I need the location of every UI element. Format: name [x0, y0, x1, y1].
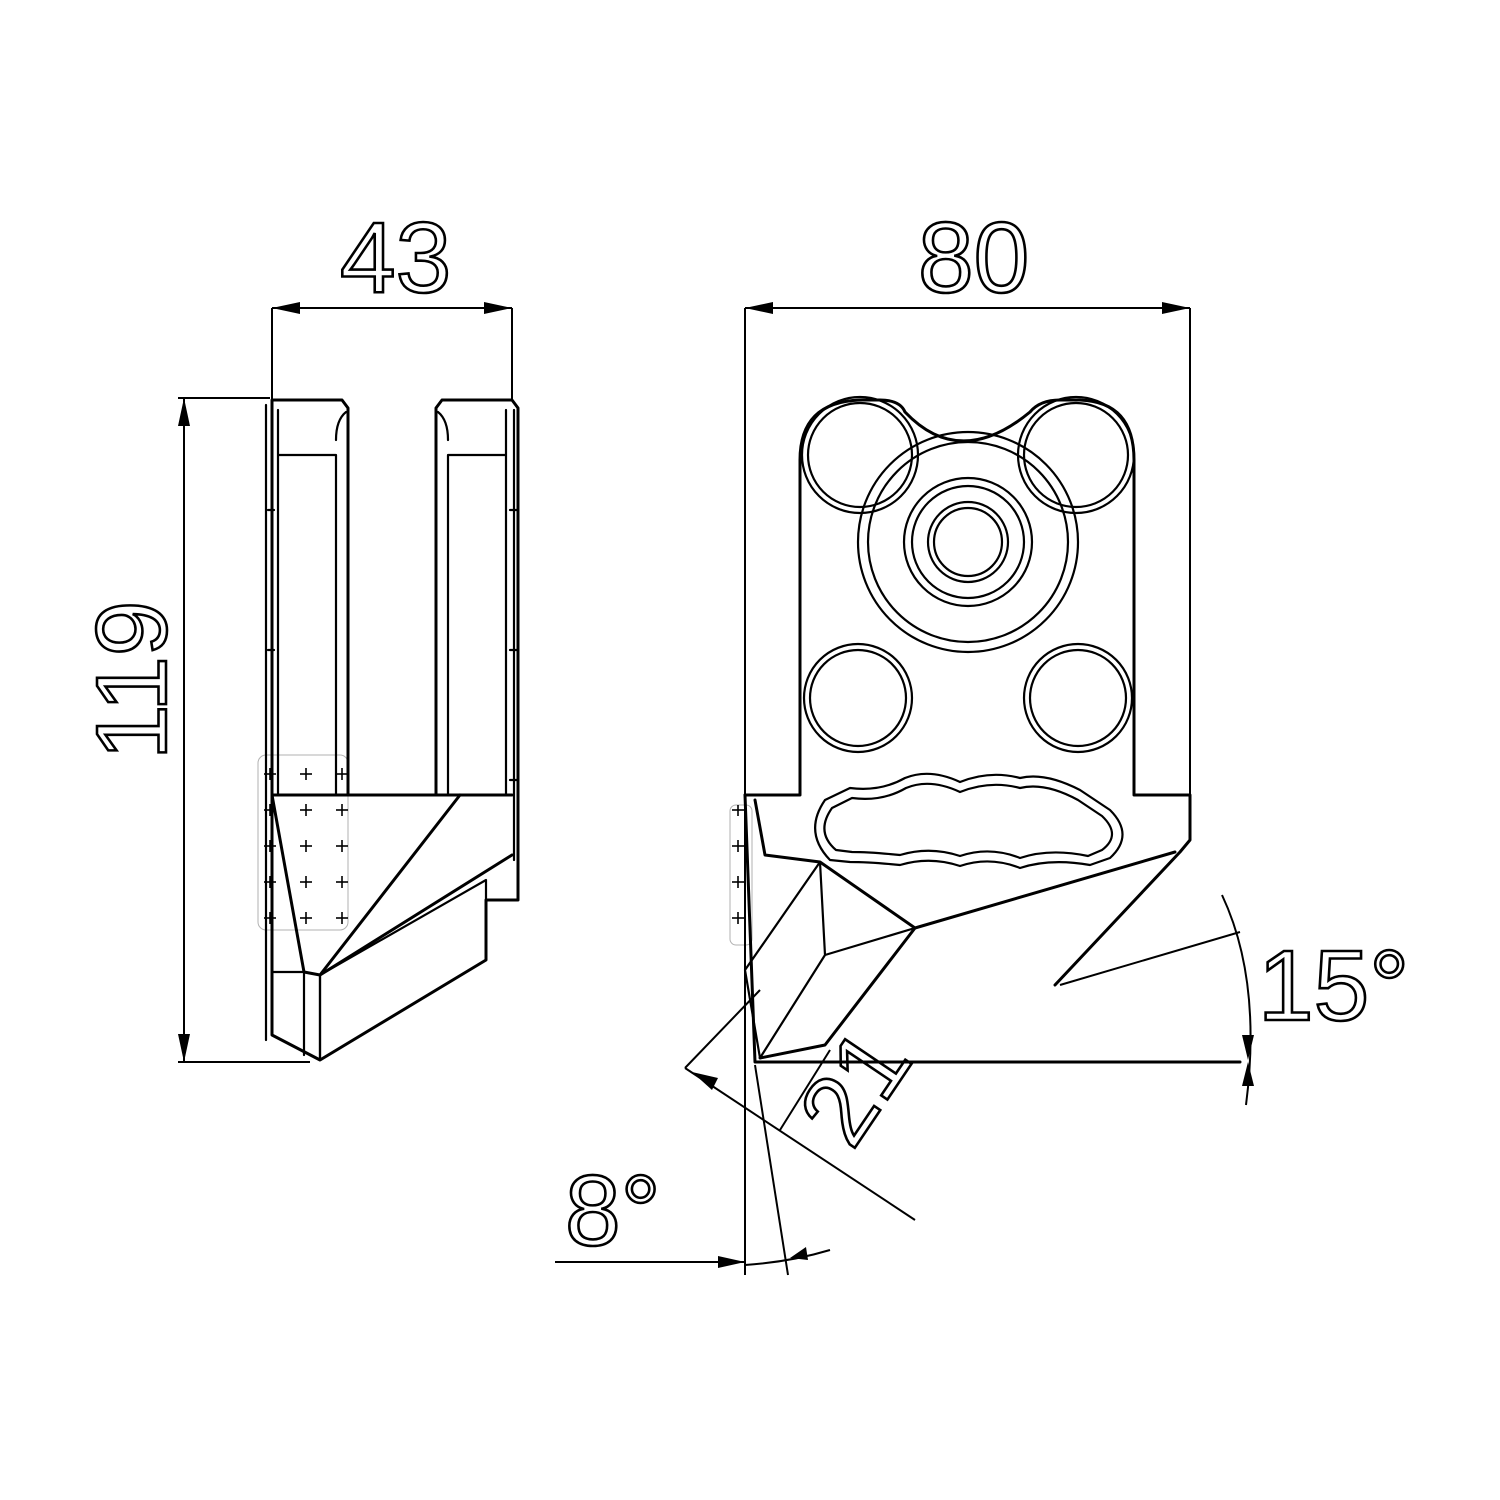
- side-tip-bevel: [318, 853, 514, 977]
- rib-ticks: [266, 508, 520, 782]
- height-label: 119: [76, 601, 188, 760]
- center-bore: [926, 500, 1010, 584]
- center-boss-ring: [902, 476, 1034, 608]
- tip-angle-label: 15°: [1258, 930, 1409, 1042]
- front-width-dimension: 80: [744, 201, 1191, 1275]
- side-width-dimension: 43: [271, 201, 513, 400]
- side-width-label: 43: [340, 202, 451, 314]
- front-base-edge: [743, 793, 1242, 1064]
- front-view: 80: [555, 201, 1411, 1276]
- tip-length-label: 21: [777, 1009, 932, 1164]
- side-view: 43 119: [75, 201, 520, 1063]
- front-carbide-marking: [729, 804, 753, 946]
- side-body-outline: [270, 398, 520, 1062]
- left-fork-edges: [276, 408, 348, 797]
- wavy-slot: [814, 772, 1124, 870]
- right-fork-edges: [436, 408, 508, 797]
- side-insert-hatch-left: [270, 970, 322, 1062]
- clearance-angle-dimension: 8°: [555, 1064, 831, 1276]
- front-insert-hatch: [743, 860, 917, 1060]
- side-ribs: [264, 403, 516, 1042]
- height-dimension: 119: [75, 397, 310, 1063]
- tip-angle-dimension: 15°: [1059, 894, 1411, 1106]
- upper-right-hole: [1022, 401, 1130, 509]
- center-boss-outer: [856, 430, 1080, 654]
- lower-left-hole: [802, 642, 914, 754]
- clearance-angle-label: 8°: [565, 1155, 661, 1267]
- side-carbide-marking: [257, 754, 349, 931]
- tip-length-dimension: 21: [684, 989, 934, 1221]
- front-insert-edges: [758, 860, 917, 1060]
- upper-left-hole: [806, 401, 914, 509]
- lower-right-hole: [1022, 642, 1134, 754]
- front-width-label: 80: [918, 202, 1029, 314]
